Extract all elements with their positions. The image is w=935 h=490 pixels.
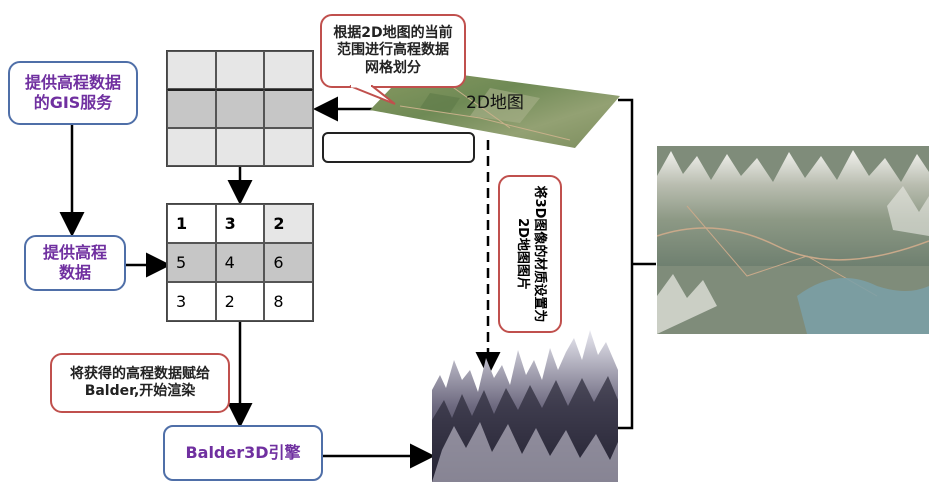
grid-cell — [215, 127, 265, 166]
grid-cell — [264, 51, 313, 90]
texture-note-label: 将3D图像的材质设置为2D地图图片 — [515, 185, 547, 323]
grid-value-cell: 5 — [167, 243, 216, 282]
grid-division-label: 根据2D地图的当前范围进行高程数据网格划分 — [333, 24, 453, 76]
provide-elevation-label: 提供高程数据 — [42, 243, 107, 282]
elevation-values-grid: 1 3 2 5 4 6 3 2 8 — [166, 203, 314, 322]
grid-cell — [215, 89, 265, 128]
grid-cell — [167, 89, 216, 128]
assign-elevation-label: 将获得的高程数据赋给Balder,开始渲染 — [70, 365, 210, 400]
engine-box: Balder3D引擎 — [163, 425, 323, 481]
grid-value-cell: 3 — [215, 204, 265, 243]
provide-elevation-box: 提供高程数据 — [24, 235, 126, 291]
blank-elevation-grid — [166, 50, 314, 167]
grid-value-cell: 6 — [264, 243, 313, 282]
grid-value-cell: 3 — [167, 282, 216, 321]
grid-division-callout: 根据2D地图的当前范围进行高程数据网格划分 — [320, 14, 466, 88]
texture-note-box: 将3D图像的材质设置为2D地图图片 — [498, 175, 562, 333]
grid-value-cell: 2 — [215, 282, 265, 321]
2d-map-image — [370, 68, 620, 148]
grid-cell — [264, 127, 313, 166]
gis-service-label: 提供高程数据的GIS服务 — [24, 73, 121, 112]
combine-bracket — [618, 98, 656, 430]
grid-value-cell: 8 — [264, 282, 313, 321]
grid-cell — [167, 51, 216, 90]
3d-terrain-render — [432, 330, 618, 482]
grid-cell — [264, 89, 313, 128]
empty-box — [322, 132, 475, 163]
grid-value-cell: 2 — [264, 204, 313, 243]
assign-elevation-callout: 将获得的高程数据赋给Balder,开始渲染 — [50, 353, 230, 413]
grid-cell — [167, 127, 216, 166]
3d-textured-terrain-render — [657, 146, 929, 334]
grid-value-cell: 1 — [167, 204, 216, 243]
grid-value-cell: 4 — [215, 243, 265, 282]
gis-service-box: 提供高程数据的GIS服务 — [8, 61, 138, 125]
engine-label: Balder3D引擎 — [185, 443, 301, 462]
2d-map-label: 2D地图 — [466, 93, 524, 113]
grid-cell — [215, 51, 265, 90]
